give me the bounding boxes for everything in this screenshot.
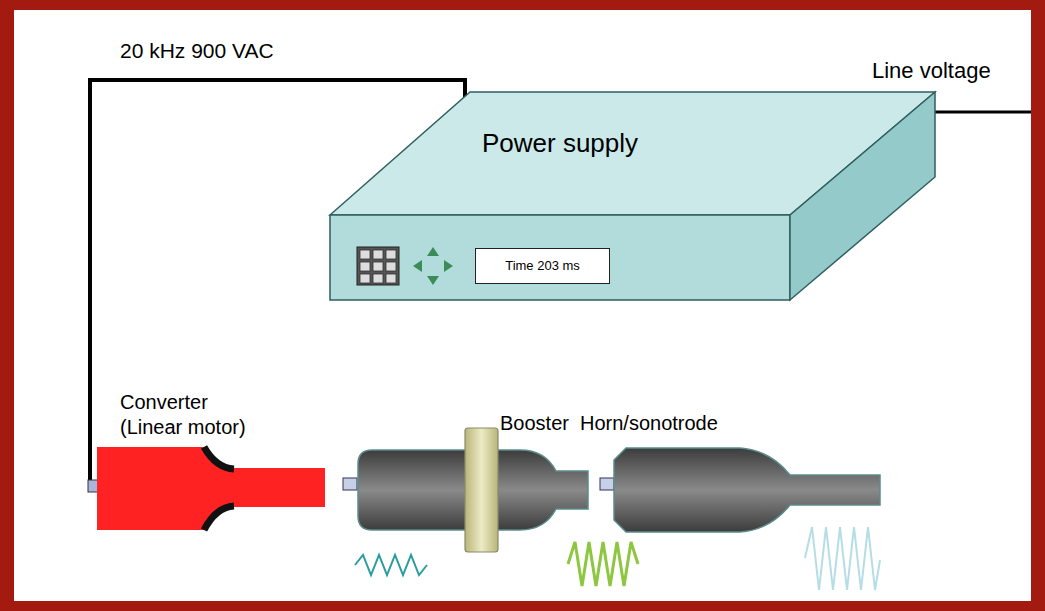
node-label: Booster — [500, 411, 569, 436]
keypad-key — [373, 274, 383, 283]
booster-wave — [568, 542, 638, 586]
arrow-key — [413, 260, 422, 272]
keypad-key — [360, 250, 370, 259]
display-box: Time 203 ms — [475, 248, 610, 284]
keypad-key — [386, 262, 396, 271]
arrow-key — [427, 247, 439, 256]
horn-shape: Horn/sonotrode — [575, 405, 887, 595]
converter-shape: Converter (Linear motor) — [88, 385, 330, 535]
arrow-key — [427, 276, 439, 285]
converter-wave — [355, 555, 427, 575]
keypad-key — [386, 250, 396, 259]
converter-notch — [204, 447, 234, 469]
converter-body — [97, 447, 325, 530]
shape-group — [330, 92, 935, 300]
node-label: Converter (Linear motor) — [120, 390, 270, 440]
stud — [600, 478, 614, 490]
box-side-face — [790, 92, 935, 300]
cable-label: Line voltage — [872, 58, 991, 84]
shape-group — [343, 428, 588, 552]
shape-group — [600, 448, 880, 532]
keypad-key — [360, 262, 370, 271]
cable-label: 20 kHz 900 VAC — [120, 38, 274, 63]
booster-body — [494, 450, 588, 530]
box-front-face — [330, 215, 790, 300]
booster-shape: Booster — [340, 405, 595, 555]
wire-terminal — [88, 480, 98, 492]
keypad-key — [373, 262, 383, 271]
horn-body — [614, 448, 880, 532]
shape-group — [88, 447, 325, 530]
slide-ground — [14, 10, 1031, 601]
node-label: Power supply — [482, 127, 638, 160]
keypad-key — [373, 250, 383, 259]
keypad-key — [386, 274, 396, 283]
booster-body — [358, 450, 470, 530]
stud — [343, 478, 357, 490]
arrow-key — [444, 260, 453, 272]
horn-wave — [805, 527, 880, 590]
booster-ring — [465, 428, 498, 552]
converter-notch — [204, 506, 234, 530]
keypad-key — [360, 274, 370, 283]
power-supply-box: Power supplyTime 203 ms — [328, 90, 940, 305]
power-supply-box-outline — [328, 90, 940, 305]
keypad — [357, 247, 399, 285]
node-label: Horn/sonotrode — [580, 411, 718, 436]
node-label: Time 203 ms — [505, 258, 580, 274]
line-voltage-cable — [933, 111, 1031, 114]
